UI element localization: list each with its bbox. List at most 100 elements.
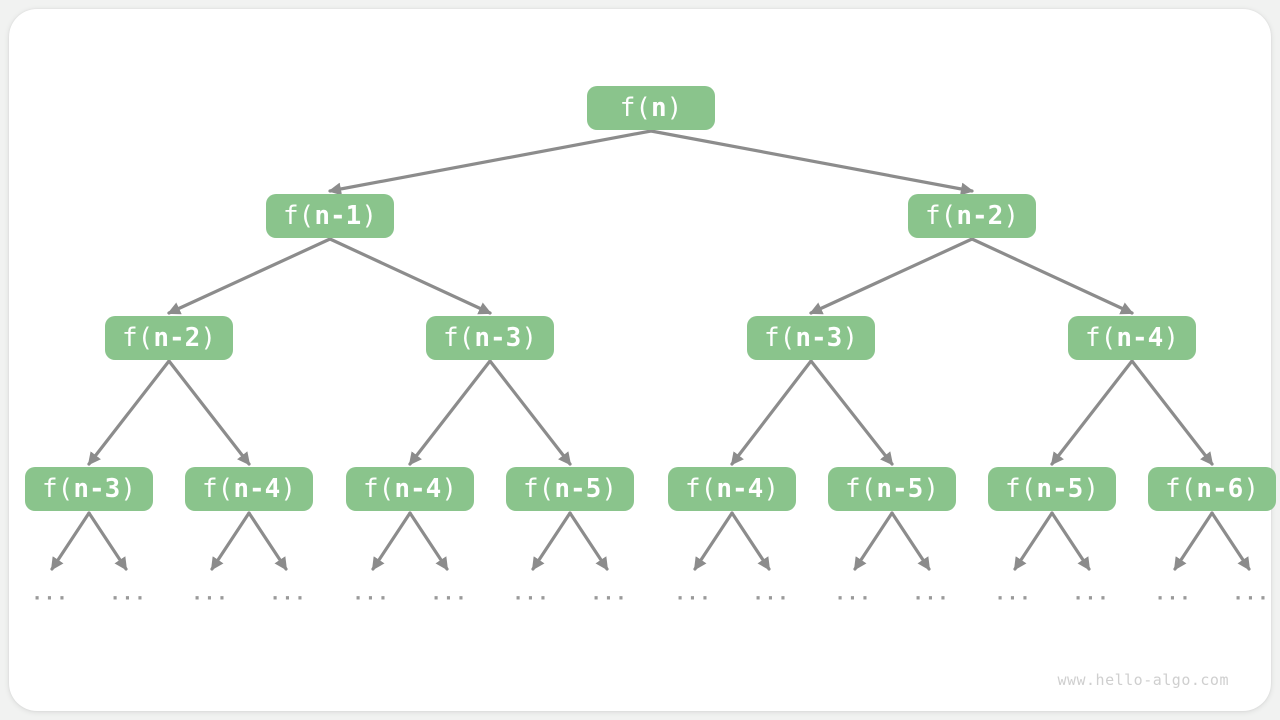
node-label-suffix: ) xyxy=(200,323,216,353)
node-label-suffix: ) xyxy=(601,474,617,504)
node-label-suffix: ) xyxy=(666,93,683,123)
node-label-prefix: f( xyxy=(845,474,877,504)
diagram-canvas: f(n)f(n-1)f(n-2)f(n-2)f(n-3)f(n-3)f(n-4)… xyxy=(9,9,1276,711)
node-label-arg: n-4 xyxy=(233,474,281,504)
tree-edge-arrow xyxy=(87,359,171,466)
tree-node: f(n-2) xyxy=(105,316,233,360)
tree-node: f(n-4) xyxy=(668,467,796,511)
ellipsis-leaf: ... xyxy=(1154,582,1192,605)
tree-edge-arrow xyxy=(693,511,734,571)
tree-edge-arrow xyxy=(167,237,332,315)
tree-edge-arrow xyxy=(1013,511,1054,571)
ellipsis-leaf: ... xyxy=(109,582,147,605)
ellipsis-leaf: ... xyxy=(674,582,712,605)
node-label-arg: n-2 xyxy=(956,201,1004,231)
tree-edge-arrow xyxy=(809,359,894,466)
tree-edge-arrow xyxy=(328,237,492,315)
ellipsis-leaf: ... xyxy=(590,582,628,605)
tree-edge-arrow xyxy=(890,511,931,571)
node-label-arg: n-3 xyxy=(474,323,522,353)
ellipsis-leaf: ... xyxy=(1072,582,1110,605)
node-label-suffix: ) xyxy=(120,474,136,504)
tree-node: f(n-3) xyxy=(747,316,875,360)
tree-edges xyxy=(50,129,1251,571)
node-label-suffix: ) xyxy=(1243,474,1259,504)
node-label-arg: n-6 xyxy=(1196,474,1244,504)
node-label-suffix: ) xyxy=(521,323,537,353)
node-label-prefix: f( xyxy=(619,93,651,123)
node-label-prefix: f( xyxy=(1085,323,1117,353)
node-label-prefix: f( xyxy=(925,201,957,231)
tree-edge-arrow xyxy=(50,511,91,571)
ellipsis-leaf: ... xyxy=(1232,582,1270,605)
tree-node: f(n-3) xyxy=(426,316,554,360)
ellipsis-leaf: ... xyxy=(912,582,950,605)
node-label-arg: n-4 xyxy=(716,474,764,504)
ellipsis-leaf: ... xyxy=(834,582,872,605)
node-label-suffix: ) xyxy=(1083,474,1099,504)
node-label-prefix: f( xyxy=(202,474,234,504)
ellipsis-leaf: ... xyxy=(191,582,229,605)
tree-edge-arrow xyxy=(408,359,492,466)
node-label-arg: n-5 xyxy=(1036,474,1084,504)
node-label-arg: n-2 xyxy=(153,323,201,353)
tree-edge-arrow xyxy=(853,511,894,571)
node-label-suffix: ) xyxy=(923,474,939,504)
tree-node: f(n-3) xyxy=(25,467,153,511)
tree-edge-arrow xyxy=(649,129,974,196)
node-label-arg: n xyxy=(651,93,667,123)
watermark: www.hello-algo.com xyxy=(1057,671,1229,689)
tree-edge-arrow xyxy=(328,129,653,196)
tree-edge-arrow xyxy=(87,511,128,571)
node-label-suffix: ) xyxy=(1003,201,1019,231)
tree-node: f(n-6) xyxy=(1148,467,1276,511)
node-label-suffix: ) xyxy=(842,323,858,353)
tree-edge-arrow xyxy=(1050,359,1134,466)
tree-node: f(n) xyxy=(587,86,715,130)
node-label-arg: n-5 xyxy=(876,474,924,504)
node-label-prefix: f( xyxy=(1005,474,1037,504)
tree-node: f(n-1) xyxy=(266,194,394,238)
tree-node: f(n-4) xyxy=(346,467,474,511)
ellipsis-leaf: ... xyxy=(430,582,468,605)
node-label-prefix: f( xyxy=(283,201,315,231)
ellipsis-leaf: ... xyxy=(269,582,307,605)
tree-edge-arrow xyxy=(531,511,572,571)
node-label-prefix: f( xyxy=(42,474,74,504)
tree-node: f(n-5) xyxy=(828,467,956,511)
node-label-suffix: ) xyxy=(763,474,779,504)
ellipsis-leaf: ... xyxy=(31,582,69,605)
ellipsis-leaf: ... xyxy=(752,582,790,605)
tree-node: f(n-2) xyxy=(908,194,1036,238)
tree-node: f(n-5) xyxy=(988,467,1116,511)
node-label-arg: n-4 xyxy=(1116,323,1164,353)
node-label-prefix: f( xyxy=(685,474,717,504)
node-label-arg: n-5 xyxy=(554,474,602,504)
node-label-arg: n-3 xyxy=(795,323,843,353)
tree-node: f(n-4) xyxy=(185,467,313,511)
tree-edge-arrow xyxy=(970,237,1134,315)
node-label-arg: n-4 xyxy=(394,474,442,504)
tree-edge-arrow xyxy=(1130,359,1214,466)
node-label-suffix: ) xyxy=(361,201,377,231)
node-label-suffix: ) xyxy=(1163,323,1179,353)
tree-node: f(n-5) xyxy=(506,467,634,511)
node-label-prefix: f( xyxy=(122,323,154,353)
tree-edge-arrow xyxy=(1173,511,1214,571)
tree-edge-arrow xyxy=(247,511,288,571)
tree-edge-arrow xyxy=(371,511,412,571)
ellipsis-leaf: ... xyxy=(512,582,550,605)
tree-edge-arrow xyxy=(730,511,771,571)
tree-edge-arrow xyxy=(210,511,251,571)
tree-edge-arrow xyxy=(1210,511,1251,571)
tree-node: f(n-4) xyxy=(1068,316,1196,360)
node-label-arg: n-3 xyxy=(73,474,121,504)
node-label-suffix: ) xyxy=(280,474,296,504)
node-label-prefix: f( xyxy=(523,474,555,504)
node-label-prefix: f( xyxy=(443,323,475,353)
tree-edge-arrow xyxy=(730,359,813,466)
node-label-prefix: f( xyxy=(1165,474,1197,504)
tree-edge-arrow xyxy=(408,511,449,571)
tree-edge-arrow xyxy=(809,237,974,315)
